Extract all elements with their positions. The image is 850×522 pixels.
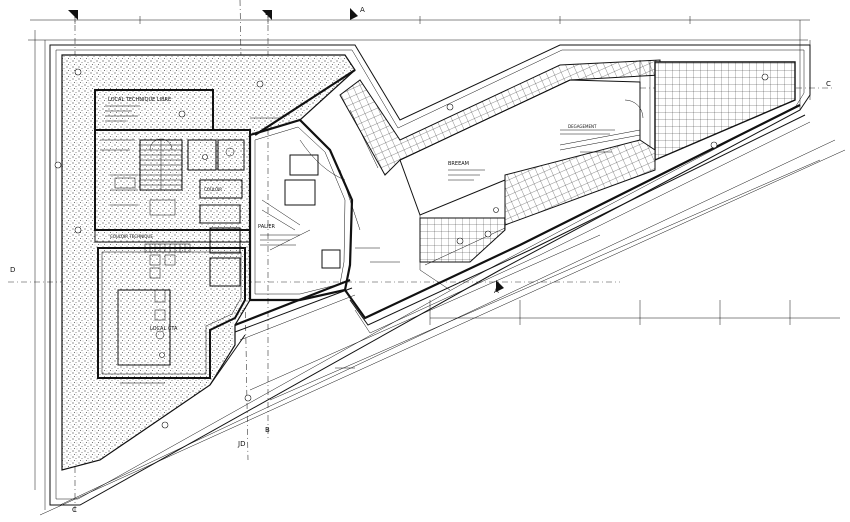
drain-icon (456, 237, 464, 245)
drain-icon (493, 207, 499, 213)
axis-flag-icon (262, 10, 272, 20)
terrace-strip-mid (504, 139, 656, 226)
drain-icon (256, 80, 264, 88)
terrace-right (654, 61, 796, 162)
local-cta-room: LOCAL CTA (97, 227, 246, 379)
facade-walls (99, 69, 811, 461)
section-arrow-bottom-icon (496, 280, 504, 292)
drain-icon (761, 73, 769, 81)
drain-icon (54, 161, 62, 169)
axis-label-bottom-left: C (72, 506, 77, 514)
section-label-top: A (360, 6, 365, 14)
drain-markers (54, 68, 769, 429)
axis-label-bottom-mid: B (265, 426, 270, 434)
gravel-roof-area (61, 54, 356, 471)
room-label-local-cta: LOCAL CTA (150, 326, 178, 332)
axis-flag-icon (68, 10, 78, 20)
drain-icon (710, 141, 718, 149)
axis-label-left: D (10, 266, 15, 274)
room-label-degagement: DEGAGEMENT (568, 124, 597, 129)
axis-label-bottom-center: JD (237, 440, 245, 448)
drain-icon (244, 394, 252, 402)
left-core-block: LOCAL TECHNIQUE LIBRE COULOIR (94, 89, 251, 253)
drain-icon (202, 154, 208, 160)
drain-icon (484, 230, 492, 238)
drain-icon (159, 352, 165, 358)
section-arrow-top-icon (350, 8, 358, 20)
site-outline (49, 44, 811, 506)
room-label-palier: PALIER (258, 224, 276, 230)
drain-icon (178, 110, 186, 118)
annotation-strokes (120, 117, 612, 384)
drain-icon (74, 68, 82, 76)
room-label-breeam: BREEAM (448, 161, 469, 167)
svg-text:COULOIR: COULOIR (204, 187, 222, 192)
axis-markers: C B C B JD D C A A (10, 6, 831, 514)
room-label-couloir: COULOIR TECHNIQUE (110, 234, 153, 239)
axis-label-right: C (826, 80, 831, 88)
central-hall: PALIER (248, 118, 361, 302)
drain-icon (161, 421, 169, 429)
drain-icon (74, 226, 82, 234)
drain-icon (446, 103, 454, 111)
room-label-local-technique: LOCAL TECHNIQUE LIBRE (108, 97, 171, 103)
